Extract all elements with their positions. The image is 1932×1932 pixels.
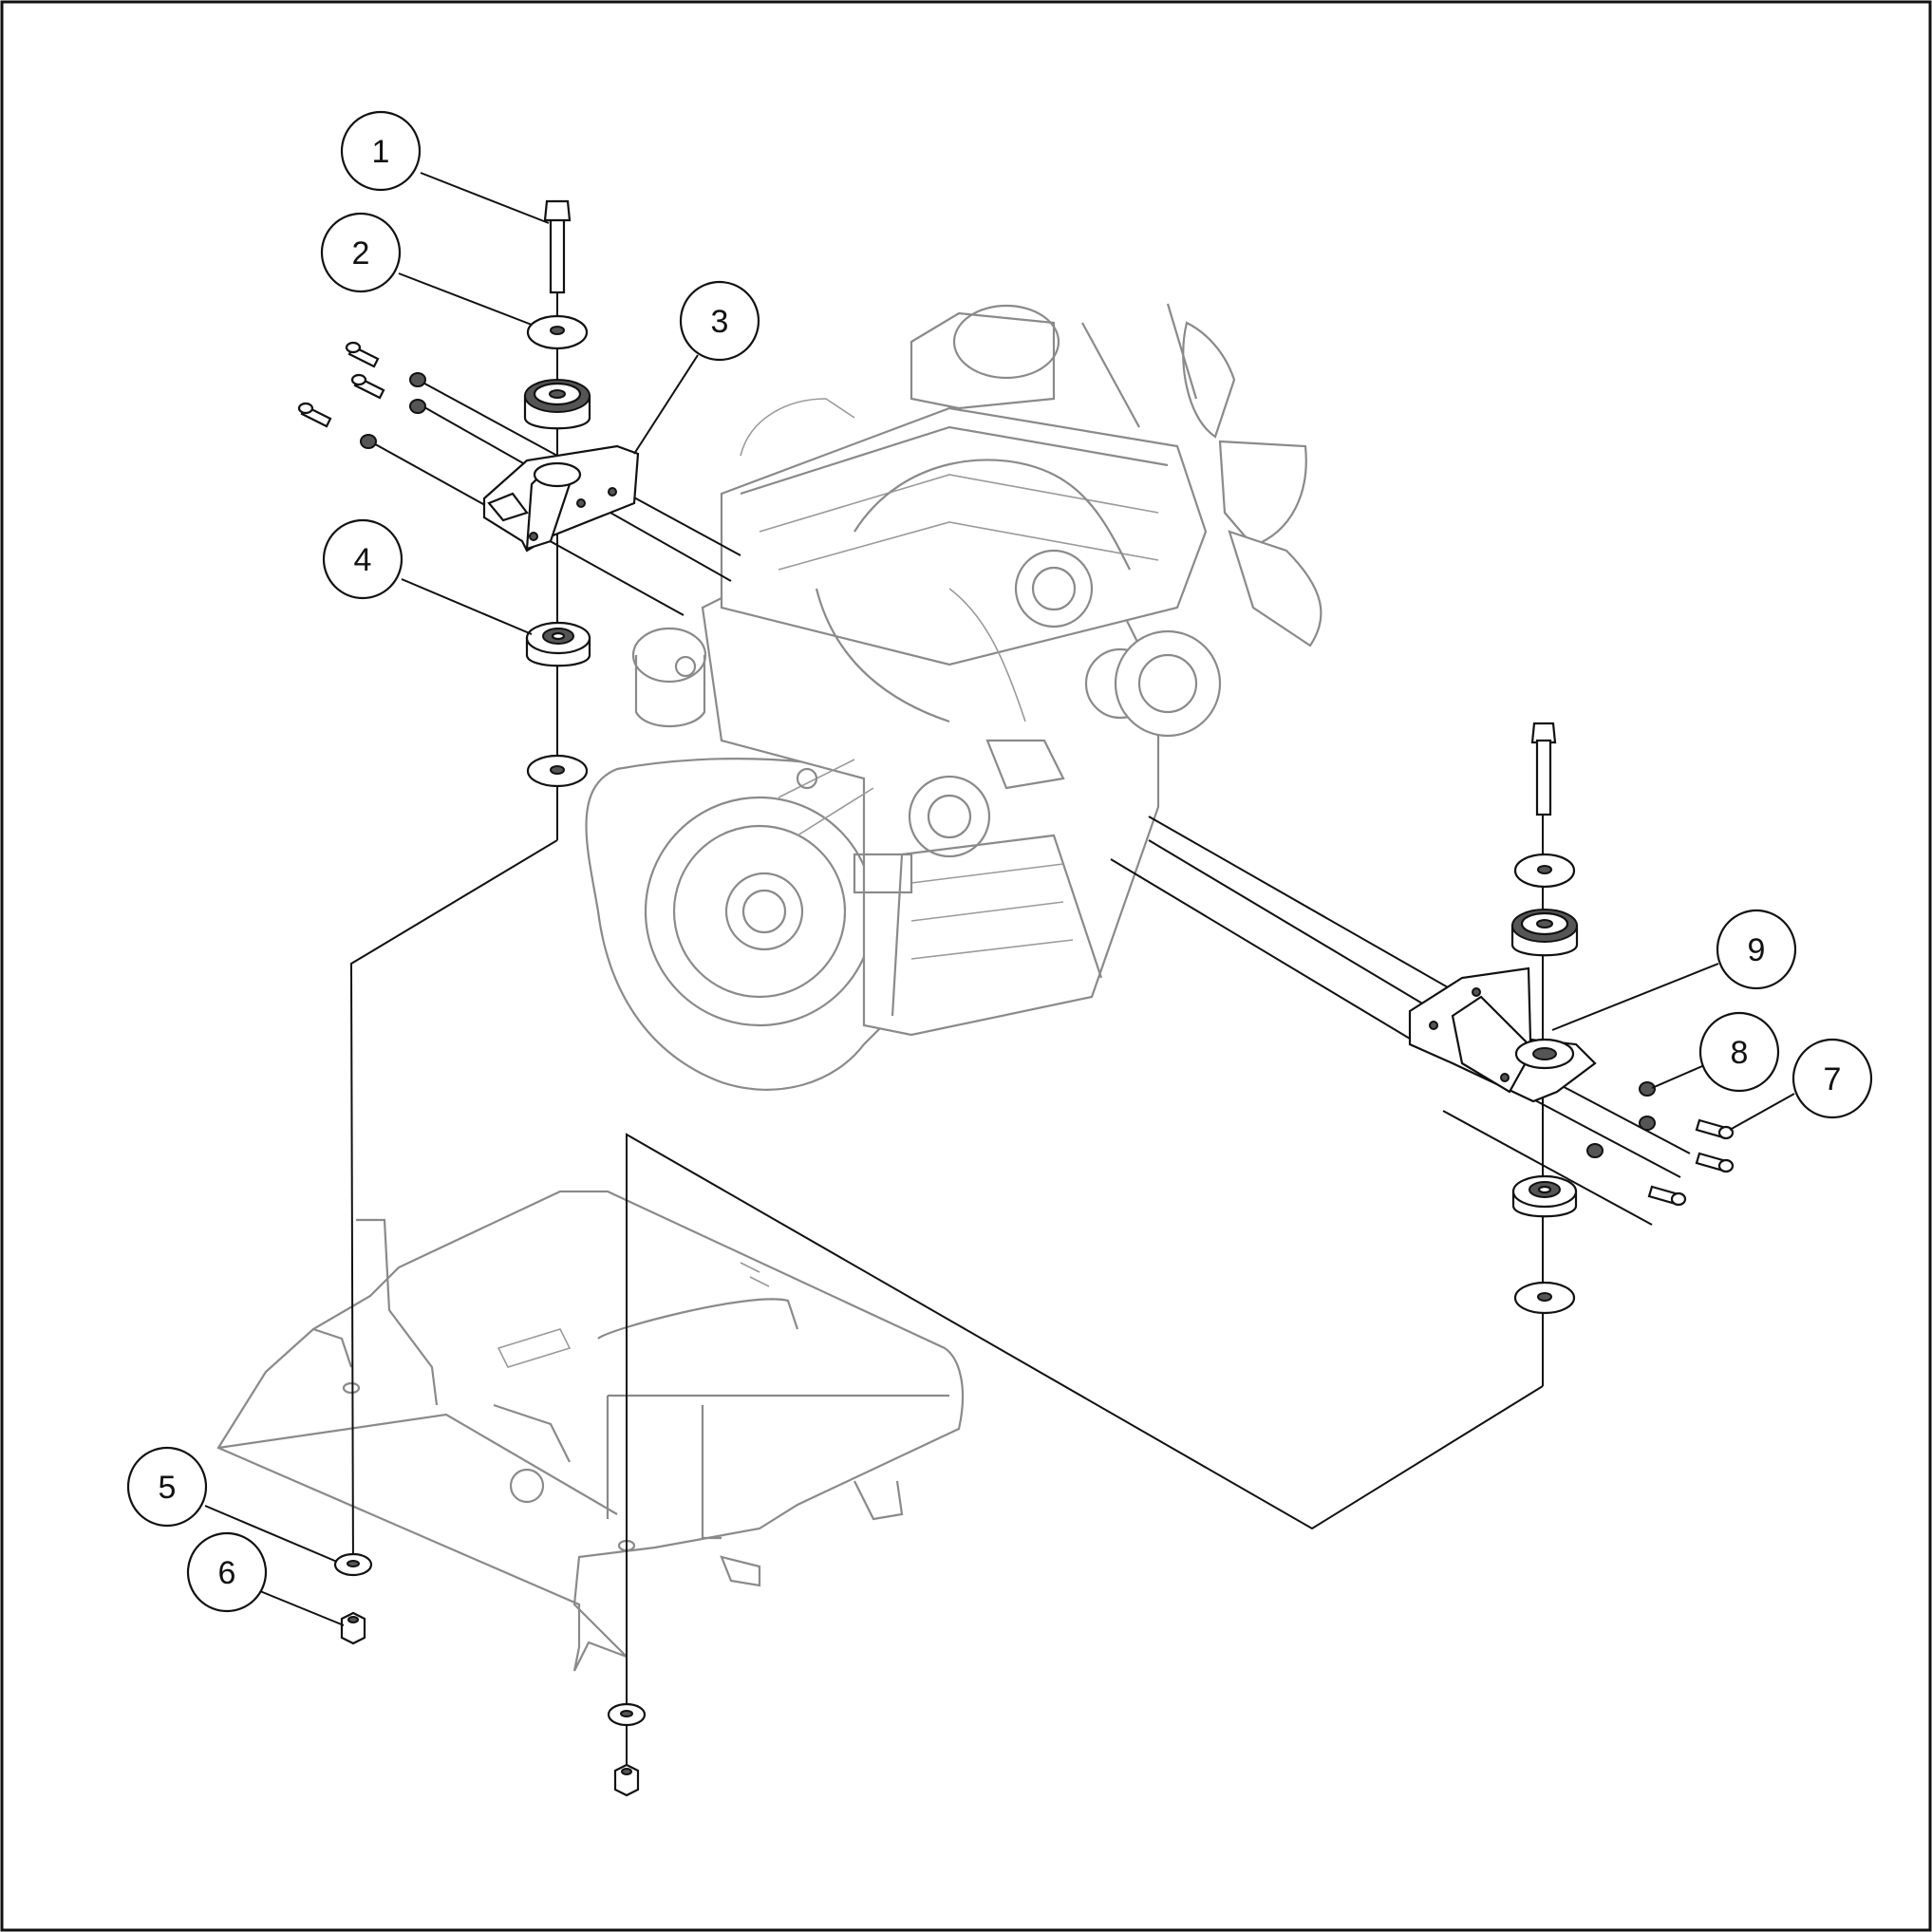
right-upper-isolator-icon xyxy=(1510,909,1579,957)
right-side-bolts-icon xyxy=(1586,1081,1735,1207)
right-bottom-flat-washer-icon xyxy=(607,1702,647,1727)
right-top-washer-icon xyxy=(1513,853,1576,889)
callout-2-label: 2 xyxy=(352,235,370,272)
callout-4: 4 xyxy=(322,518,533,635)
callout-5: 5 xyxy=(126,1446,338,1563)
callout-9: 9 xyxy=(1551,909,1797,1031)
left-bottom-washer-icon xyxy=(526,754,589,788)
left-bolt-icon xyxy=(543,199,572,294)
right-bolt-icon xyxy=(1530,722,1557,816)
left-upper-isolator-icon xyxy=(523,379,591,430)
bottom-hardware xyxy=(333,1552,647,1797)
callout-8-label: 8 xyxy=(1731,1035,1749,1071)
callout-4-label: 4 xyxy=(354,542,372,578)
left-bottom-flat-washer-icon xyxy=(333,1552,373,1577)
left-mount-hardware xyxy=(297,199,640,788)
right-mount-hardware xyxy=(1408,722,1735,1315)
right-bolt-line-6 xyxy=(1442,1110,1653,1226)
right-mount-bracket-icon xyxy=(1408,966,1597,1103)
callout-3: 3 xyxy=(633,280,760,455)
left-lower-isolator-icon xyxy=(525,621,591,667)
callout-1: 1 xyxy=(340,110,550,224)
subframe-ghost xyxy=(216,1190,965,1672)
callout-7: 7 xyxy=(1729,1038,1873,1131)
callout-8: 8 xyxy=(1651,1011,1780,1093)
right-bottom-washer-icon xyxy=(1513,1281,1576,1315)
callout-2: 2 xyxy=(320,212,533,326)
left-side-bolts-icon xyxy=(297,341,426,449)
callouts: 1 2 3 4 5 6 xyxy=(126,110,1873,1626)
right-bolt-line-5 xyxy=(1518,1091,1681,1178)
right-mount-drop-line xyxy=(626,1133,1544,1775)
callout-3-label: 3 xyxy=(711,304,729,340)
callout-5-label: 5 xyxy=(159,1470,177,1506)
left-top-washer-icon xyxy=(526,314,589,350)
callout-6-label: 6 xyxy=(218,1555,236,1591)
right-bolt-line-1 xyxy=(1148,816,1482,1007)
callout-7-label: 7 xyxy=(1824,1061,1842,1097)
left-mount-bracket-icon xyxy=(482,444,640,553)
right-bolt-line-2 xyxy=(1148,839,1444,1017)
callout-9-label: 9 xyxy=(1748,932,1766,968)
right-bottom-nut-icon xyxy=(613,1763,640,1797)
engine-ghost xyxy=(585,303,1322,1091)
left-mount-drop-line xyxy=(349,839,558,1577)
right-bolt-line-3 xyxy=(1110,858,1420,1045)
right-lower-isolator-icon xyxy=(1511,1174,1578,1218)
left-bottom-nut-icon xyxy=(340,1611,366,1645)
callout-6: 6 xyxy=(186,1531,345,1626)
callout-1-label: 1 xyxy=(372,134,390,170)
